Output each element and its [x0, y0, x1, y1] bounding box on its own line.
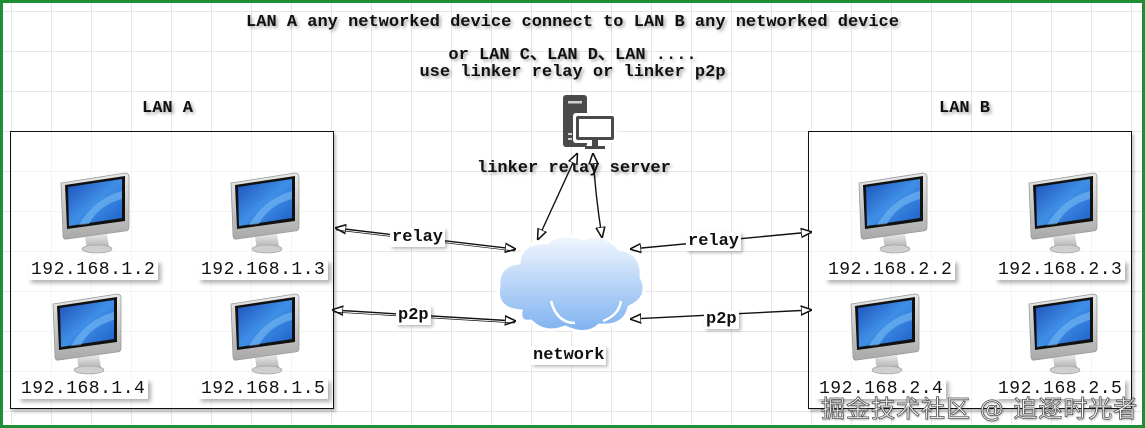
lan-b-label: LAN B: [939, 99, 991, 118]
device-ip-label: 192.168.1.2: [28, 260, 159, 280]
lan-a-p2p-label: p2p: [396, 306, 431, 325]
server-cloud-arrow-2: [593, 154, 602, 237]
device-ip-label: 192.168.1.4: [18, 379, 149, 399]
network-label: network: [531, 346, 607, 365]
lan-b-relay-label: relay: [686, 232, 742, 251]
device-ip-label: 192.168.2.5: [995, 379, 1126, 399]
cloud-icon: [496, 234, 646, 333]
lan-a-relay-label: relay: [390, 228, 446, 247]
device-ip-label: 192.168.2.3: [995, 260, 1126, 280]
server-cloud-arrow-1: [538, 154, 577, 239]
device-ip-label: 192.168.2.2: [825, 260, 956, 280]
title-line-3: use linker relay or linker p2p: [419, 63, 726, 82]
title-line-2: or LAN C、LAN D、LAN ....: [448, 46, 697, 65]
title-line-1: LAN A any networked device connect to LA…: [246, 13, 899, 32]
lan-a-label: LAN A: [142, 99, 194, 118]
connection-arrows: [3, 3, 1145, 428]
device-ip-label: 192.168.2.4: [816, 379, 947, 399]
device-ip-label: 192.168.1.3: [198, 260, 329, 280]
server-workstation-icon: [563, 95, 617, 149]
lan-b-p2p-label: p2p: [704, 310, 739, 329]
device-ip-label: 192.168.1.5: [198, 379, 329, 399]
watermark: 掘金技术社区 @ 追逐时光者: [821, 395, 1139, 424]
